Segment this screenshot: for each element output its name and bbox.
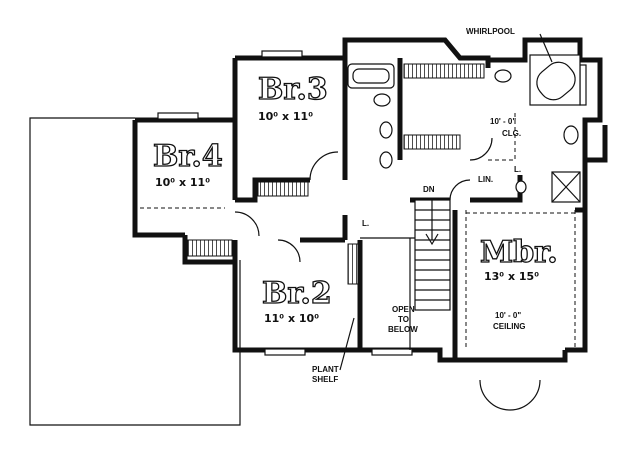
ceiling-label: CEILING (493, 322, 525, 331)
room-dims-br4: 10⁰ x 11⁰ (155, 176, 210, 189)
open-label-3: BELOW (388, 325, 418, 334)
ceiling-height-label: 10' - 0" (495, 311, 521, 320)
closet-l-label-2: L. (514, 165, 521, 174)
door-swings (234, 137, 541, 411)
clg-height-label: 10' - 0" (490, 117, 516, 126)
stair (360, 199, 451, 350)
plant-shelf-leader (339, 317, 355, 371)
room-dims-mbr: 13⁰ x 15⁰ (484, 270, 539, 283)
closet-l-label: L. (362, 219, 369, 228)
open-label-2: TO (398, 315, 409, 324)
open-label-1: OPEN (392, 305, 415, 314)
linen-label: LIN. (478, 175, 493, 184)
ceiling-dashes (140, 110, 576, 350)
room-dims-br3: 10⁰ x 11⁰ (258, 110, 313, 123)
garage-roof-outline (29, 117, 241, 426)
room-dims-br2: 11⁰ x 10⁰ (264, 312, 319, 325)
whirlpool-leader (539, 33, 553, 63)
windows (157, 50, 587, 356)
bathroom-fixtures (347, 54, 581, 203)
room-name-br3: Br.3 (258, 72, 328, 107)
room-name-mbr: Mbr. (480, 235, 558, 270)
plant-shelf-label-1: PLANT (312, 365, 339, 374)
plant-shelf-label-2: SHELF (312, 375, 338, 384)
closet-shelves (187, 63, 485, 285)
down-label: DN (423, 185, 435, 194)
room-name-br4: Br.4 (153, 139, 223, 174)
room-name-br2: Br.2 (262, 276, 332, 311)
whirlpool-label: WHIRLPOOL (466, 27, 515, 36)
clg-label: CLG. (502, 129, 521, 138)
